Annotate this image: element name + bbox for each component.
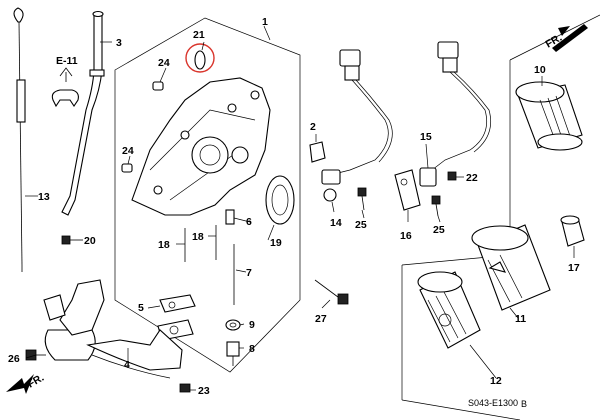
- callout-labels: 1 2 3 4 5 6 7 8 9 10 11 12 13 14 15 16 1…: [8, 16, 580, 397]
- sensor-14: [321, 49, 393, 202]
- callout-16: 16: [400, 230, 412, 242]
- callout-20: 20: [84, 235, 96, 247]
- diagram-code: S043-E1300: [468, 398, 518, 408]
- callout-18b: 18: [192, 231, 204, 243]
- callout-21: 21: [193, 29, 205, 41]
- nipple-17: [560, 215, 585, 247]
- callout-5: 5: [138, 302, 144, 314]
- callout-11: 11: [515, 313, 526, 325]
- callout-7: 7: [246, 267, 252, 279]
- bolt-20: [61, 235, 83, 245]
- callout-9: 9: [249, 319, 255, 331]
- highlight-circle: [185, 43, 215, 73]
- studs: [184, 209, 235, 262]
- o-ring-21: [185, 43, 215, 73]
- bracket-16: [394, 169, 421, 211]
- bolts-25: [357, 187, 441, 217]
- callout-6: 6: [246, 216, 252, 228]
- oil-filter-12: [417, 271, 481, 349]
- callout-19: 19: [270, 237, 282, 249]
- callout-3: 3: [116, 37, 122, 49]
- front-arrow-top: [548, 24, 588, 52]
- clip-ref-e11: [51, 67, 79, 108]
- ref-label: E-11: [56, 55, 78, 67]
- callout-12: 12: [490, 375, 502, 387]
- callout-17: 17: [568, 262, 580, 274]
- callout-25a: 25: [355, 219, 367, 231]
- dowel-pins-24: [121, 81, 164, 173]
- callout-27: 27: [315, 313, 327, 325]
- callout-24b: 24: [122, 145, 134, 157]
- callout-18a: 18: [158, 239, 170, 251]
- callout-15: 15: [420, 131, 432, 143]
- bolt-27: [314, 279, 349, 305]
- callout-22: 22: [466, 172, 478, 184]
- oil-strainer: [43, 279, 183, 379]
- bracket-2: [309, 141, 326, 163]
- callout-10: 10: [534, 64, 546, 76]
- front-label-bottom: FR.: [26, 372, 47, 391]
- bolt-22: [447, 171, 457, 181]
- callout-4: 4: [124, 359, 130, 371]
- oil-pump-frame: [114, 17, 301, 373]
- bolt-8: [226, 341, 240, 366]
- callout-1: 1: [262, 16, 268, 28]
- sensor-15: [419, 41, 492, 187]
- oil-filter-11: [471, 224, 551, 311]
- callout-8: 8: [249, 343, 255, 355]
- callout-24a: 24: [158, 57, 170, 69]
- washer-9: [225, 319, 241, 331]
- front-arrow-bottom: [6, 374, 34, 394]
- diagram-code-suffix: B: [521, 399, 527, 409]
- callout-26: 26: [8, 353, 20, 365]
- nut-23: [179, 383, 191, 393]
- callout-13: 13: [38, 191, 50, 203]
- leader-lines: [25, 25, 575, 391]
- oil-filter-10: [515, 81, 583, 151]
- dipstick: [13, 7, 26, 272]
- oil-pump-body: [131, 77, 271, 216]
- callout-14: 14: [330, 217, 342, 229]
- callout-23: 23: [198, 385, 210, 397]
- dipstick-tube: [61, 10, 105, 216]
- oil-seal-19: [265, 175, 295, 225]
- callout-2: 2: [310, 121, 316, 133]
- callout-25b: 25: [433, 224, 445, 236]
- gasket-5: [157, 294, 196, 341]
